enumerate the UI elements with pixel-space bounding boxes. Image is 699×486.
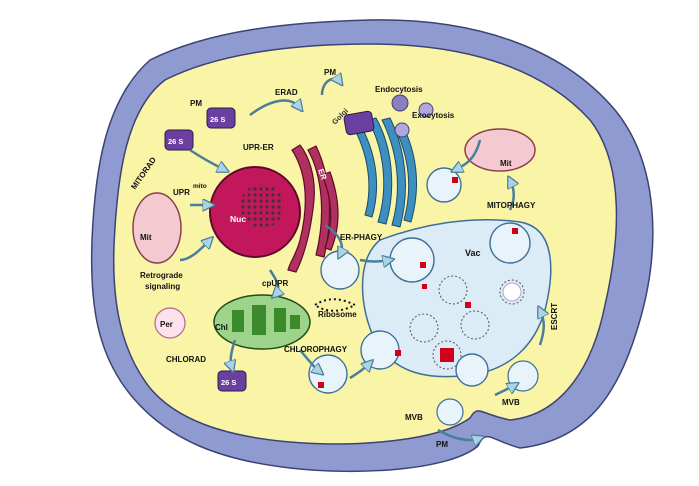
thylakoids: [232, 305, 300, 335]
autophagosome-cargo: [318, 177, 518, 388]
label-ribosome: Ribosome: [318, 310, 357, 319]
label-mitophagy: MITOPHAGY: [487, 201, 536, 210]
label-erad: ERAD: [275, 88, 298, 97]
golgi-apparatus: [354, 117, 417, 228]
peroxisome: [154, 307, 186, 339]
vacuole-contents: [409, 275, 525, 370]
nucleolus-chromatin: [240, 184, 284, 228]
proteasome-4: [343, 110, 375, 136]
proteasome-1: 26 S: [206, 107, 236, 129]
label-pm-top: PM: [324, 68, 336, 77]
proteasome-2: 26 S: [164, 129, 194, 151]
label-mito: mito: [193, 183, 207, 190]
ribosomes: [314, 298, 358, 312]
label-pm-bottom: PM: [436, 440, 448, 449]
proteasome-label-2: 26 S: [168, 137, 183, 146]
label-er: ER: [316, 168, 328, 182]
proteasome-3: 26 S: [217, 370, 247, 392]
mitochondrion-right: [464, 128, 536, 172]
label-exocytosis: Exocytosis: [412, 111, 455, 120]
label-vac: Vac: [465, 248, 481, 258]
proteasome-label-3: 26 S: [221, 378, 236, 387]
label-endocytosis: Endocytosis: [375, 85, 423, 94]
label-mit-right: Mit: [500, 159, 512, 168]
label-cpupr: cpUPR: [262, 279, 288, 288]
label-retrograde-2: signaling: [145, 282, 180, 291]
vacuole-cargo: [422, 284, 471, 362]
vacuole-vesicle: [502, 282, 522, 302]
label-chlorad: CHLORAD: [166, 355, 206, 364]
label-mit-left: Mit: [140, 233, 152, 242]
label-per: Per: [160, 320, 173, 329]
pathway-arrows: [179, 79, 544, 440]
autophagosome-group: [308, 167, 531, 394]
mitochondrion-left: [132, 192, 182, 264]
label-pm-left: PM: [190, 99, 202, 108]
endocytic-vesicles: [391, 94, 434, 138]
label-upr-er: UPR-ER: [243, 143, 274, 152]
label-retrograde-1: Retrograde: [140, 271, 183, 280]
text-labels: PM ERAD Endocytosis Exocytosis PM UPR-ER…: [129, 68, 559, 449]
proteasome-label-1: 26 S: [210, 115, 225, 124]
label-chl: Chl: [215, 323, 228, 332]
label-nuc: Nuc: [230, 214, 246, 224]
label-escrt: ESCRT: [550, 303, 559, 330]
label-chlorophagy: CHLOROPHAGY: [284, 345, 348, 354]
label-mvb-left: MVB: [405, 413, 423, 422]
label-mvb-right: MVB: [502, 398, 520, 407]
label-upr: UPR: [173, 188, 190, 197]
label-er-phagy: ER-PHAGY: [340, 233, 383, 242]
